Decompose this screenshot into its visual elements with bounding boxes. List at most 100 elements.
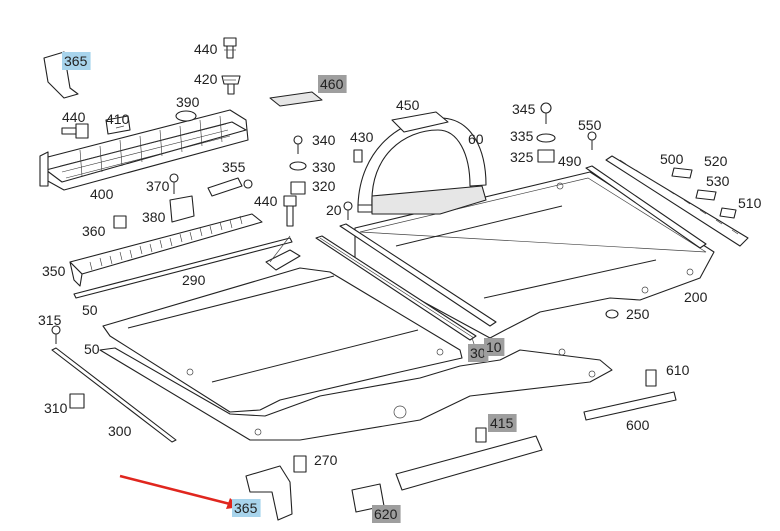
callout-label: 430 [350, 129, 374, 145]
callout-label: 620 [374, 506, 398, 522]
callout-highlight [372, 505, 401, 523]
callout-label: 530 [706, 173, 730, 189]
callout-label: 415 [490, 415, 514, 431]
callout-440: 440 [62, 109, 86, 125]
callout-label: 200 [684, 289, 708, 305]
callout-290: 290 [182, 272, 206, 288]
callout-430: 430 [350, 129, 374, 145]
callout-label: 520 [704, 153, 728, 169]
callout-label: 60 [468, 131, 484, 147]
floor-panel-front-lower [99, 347, 613, 441]
callout-label: 420 [194, 71, 218, 87]
callout-440: 440 [194, 41, 218, 57]
callout-320: 320 [312, 178, 336, 194]
callout-365: 365 [62, 52, 91, 70]
callout-label: 390 [176, 94, 200, 110]
floor-panel-front-upper [102, 267, 463, 413]
callout-label: 440 [194, 41, 218, 57]
callout-label: 10 [486, 339, 502, 355]
callout-510: 510 [738, 195, 762, 211]
callout-label: 30 [470, 345, 486, 361]
callout-310: 310 [44, 400, 68, 416]
callout-415: 415 [488, 414, 517, 432]
callout-label: 370 [146, 178, 170, 194]
callout-label: 440 [254, 193, 278, 209]
callout-label: 600 [626, 417, 650, 433]
callout-label: 490 [558, 153, 582, 169]
callout-550: 550 [578, 117, 602, 133]
callout-label: 365 [234, 500, 258, 516]
callout-label: 300 [108, 423, 132, 439]
callout-200: 200 [684, 289, 708, 305]
callout-440: 440 [254, 193, 278, 209]
callout-620: 620 [372, 505, 401, 523]
callout-label: 270 [314, 452, 338, 468]
callout-label: 20 [326, 202, 342, 218]
callout-490: 490 [558, 153, 582, 169]
callout-label: 345 [512, 101, 536, 117]
callout-label: 290 [182, 272, 206, 288]
callout-label: 320 [312, 178, 336, 194]
callout-label: 400 [90, 186, 114, 202]
callout-label: 550 [578, 117, 602, 133]
callout-340: 340 [312, 132, 336, 148]
callout-30: 30 [468, 344, 489, 362]
callout-20: 20 [326, 202, 342, 218]
callout-315: 315 [38, 312, 62, 328]
callout-label: 410 [106, 111, 130, 127]
trim-strip-290 [73, 237, 293, 299]
callout-365: 365 [232, 499, 261, 517]
callout-label: 380 [142, 209, 166, 225]
callout-335: 335 [510, 128, 534, 144]
callout-380: 380 [142, 209, 166, 225]
callout-460: 460 [318, 75, 347, 93]
callout-325: 325 [510, 149, 534, 165]
callout-label: 315 [38, 312, 62, 328]
callout-530: 530 [706, 173, 730, 189]
callout-label: 365 [64, 53, 88, 69]
callout-highlight [232, 499, 261, 517]
callout-330: 330 [312, 159, 336, 175]
callout-label: 335 [510, 128, 534, 144]
floor-panel-rear [354, 171, 715, 339]
callout-50: 50 [84, 341, 100, 357]
callout-370: 370 [146, 178, 170, 194]
callout-350: 350 [42, 263, 66, 279]
callout-520: 520 [704, 153, 728, 169]
callout-600: 600 [626, 417, 650, 433]
callout-label: 325 [510, 149, 534, 165]
callout-355: 355 [222, 159, 246, 175]
callout-label: 340 [312, 132, 336, 148]
callout-highlight [488, 414, 517, 432]
callout-label: 510 [738, 195, 762, 211]
callout-label: 250 [626, 306, 650, 322]
callout-highlight [318, 75, 347, 93]
callout-60: 60 [468, 131, 484, 147]
callout-highlight [468, 344, 489, 362]
callout-label: 360 [82, 223, 106, 239]
callout-label: 50 [82, 302, 98, 318]
wheel-arch [357, 117, 487, 215]
callout-500: 500 [660, 151, 684, 167]
callout-345: 345 [512, 101, 536, 117]
step-strip [585, 155, 749, 249]
callout-250: 250 [626, 306, 650, 322]
callout-highlight [62, 52, 91, 70]
callout-label: 460 [320, 76, 344, 92]
callout-360: 360 [82, 223, 106, 239]
callout-10: 10 [484, 338, 505, 356]
threshold-strip [69, 213, 263, 287]
callout-label: 330 [312, 159, 336, 175]
callout-390: 390 [176, 94, 200, 110]
callout-300: 300 [108, 423, 132, 439]
floor-rail-long [315, 223, 497, 341]
callout-270: 270 [314, 452, 338, 468]
callout-50: 50 [82, 302, 98, 318]
callout-400: 400 [90, 186, 114, 202]
rear-sill-assembly [39, 109, 249, 191]
callout-label: 500 [660, 151, 684, 167]
callout-highlight [484, 338, 505, 356]
